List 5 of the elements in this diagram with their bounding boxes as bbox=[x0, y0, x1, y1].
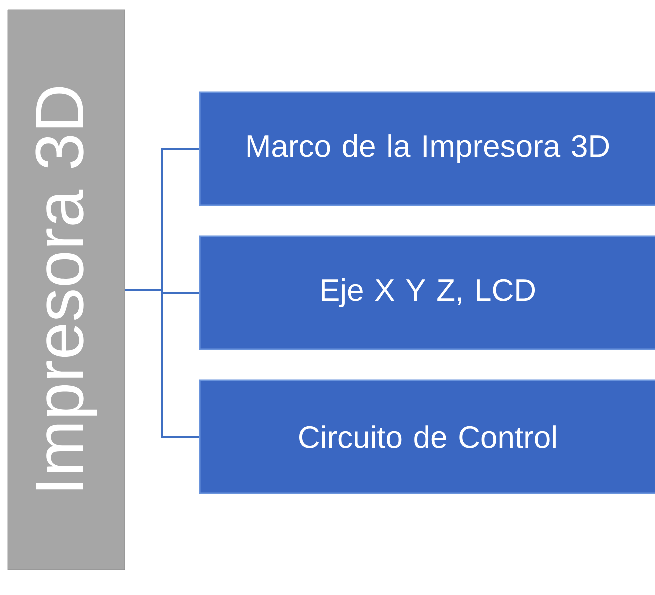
connector-line bbox=[125, 289, 200, 438]
process-box: Marco de la Impresora 3D bbox=[199, 92, 655, 206]
process-box: Eje X Y Z, LCD bbox=[199, 236, 655, 350]
title-bar: Impresora 3D bbox=[8, 10, 126, 570]
process-box: Circuito de Control bbox=[199, 380, 655, 494]
